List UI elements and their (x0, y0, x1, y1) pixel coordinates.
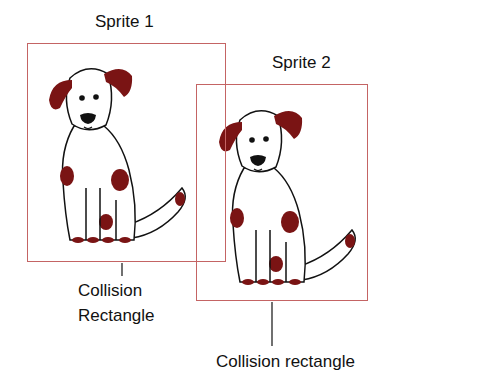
callout-label: Collision Rectangle (78, 279, 170, 328)
leader-line (271, 302, 272, 346)
dog-figure (49, 69, 185, 243)
collision-rectangle: Sprite 2 (196, 84, 368, 301)
leader-line (121, 263, 122, 276)
dog-figure (219, 111, 355, 285)
sprite-heading: Sprite 2 (272, 53, 331, 73)
sprite-heading: Sprite 1 (95, 12, 154, 32)
callout-label: Collision rectangle (216, 350, 355, 375)
